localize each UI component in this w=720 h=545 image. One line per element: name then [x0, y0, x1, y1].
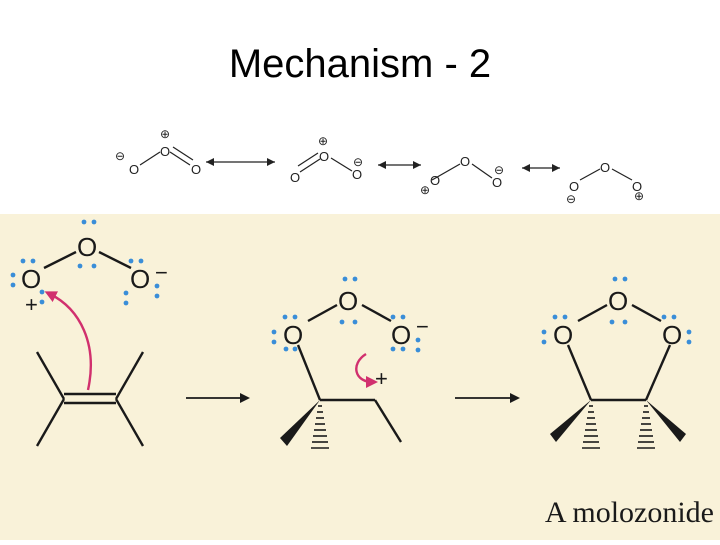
- atom-o-left: O: [553, 320, 573, 350]
- wedge-bond: [550, 400, 591, 442]
- hashed-bond: [311, 405, 329, 449]
- formal-charge-minus: ⊖: [115, 149, 125, 163]
- curved-electron-arrow: [44, 291, 92, 391]
- atom-o-right: O: [662, 320, 682, 350]
- formal-charge-minus: ⊖: [494, 163, 504, 177]
- formal-charge-plus: ⊕: [160, 127, 170, 141]
- ozone-molecule: O O O + −: [10, 219, 168, 317]
- atom-o-right: O: [130, 264, 150, 294]
- resonance-atom-o: O: [129, 162, 139, 177]
- atom-o-central: O: [77, 232, 97, 262]
- resonance-atom-o: O: [319, 149, 329, 164]
- formal-charge-minus: ⊖: [566, 192, 576, 206]
- atom-o-right: O: [391, 320, 411, 350]
- lone-pair-dots: [541, 276, 692, 345]
- resonance-atom-o: O: [290, 170, 300, 185]
- intermediate-structure: O O O − +: [271, 276, 429, 449]
- resonance-atom-o: O: [430, 173, 440, 188]
- atom-o-central: O: [608, 286, 628, 316]
- resonance-atom-o: O: [191, 162, 201, 177]
- alkene-molecule: [35, 351, 145, 447]
- charge-plus: +: [25, 292, 38, 317]
- charge-minus: −: [416, 314, 429, 339]
- resonance-atom-o: O: [352, 167, 362, 182]
- curved-electron-arrow: [355, 352, 378, 388]
- formal-charge-plus: ⊕: [318, 134, 328, 148]
- formal-charge-plus: ⊕: [420, 183, 430, 197]
- atom-o-central: O: [338, 286, 358, 316]
- molozonide-structure: O O O: [541, 276, 692, 449]
- charge-plus: +: [375, 366, 388, 391]
- cycloaddition-mechanism-panel: O O O + −: [0, 214, 720, 540]
- atom-o-left: O: [21, 264, 41, 294]
- lone-pair-dots: [10, 219, 160, 306]
- formal-charge-minus: ⊖: [353, 155, 363, 169]
- resonance-atom-o: O: [569, 179, 579, 194]
- formal-charge-plus: ⊕: [634, 189, 644, 203]
- product-label: A molozonide: [544, 496, 714, 529]
- resonance-atom-o: O: [160, 144, 170, 159]
- hashed-bond: [582, 405, 600, 449]
- lone-pair-dots: [271, 276, 421, 353]
- resonance-atom-o: O: [460, 154, 470, 169]
- wedge-bond: [280, 400, 320, 446]
- wedge-bond: [646, 400, 686, 442]
- resonance-atom-o: O: [600, 160, 610, 175]
- slide-title: Mechanism - 2: [228, 42, 492, 86]
- mechanism-scheme: O O O + −: [10, 219, 692, 449]
- resonance-atom-o: O: [492, 175, 502, 190]
- ozone-resonance-structures: O O O O O O O O O O O O ⊕ ⊖ ⊕ ⊖ ⊕ ⊖ ⊖ ⊕: [115, 127, 644, 206]
- hashed-bond: [637, 405, 655, 449]
- charge-minus: −: [155, 260, 168, 285]
- resonance-atom-o: O: [632, 179, 642, 194]
- reaction-arrow: [455, 393, 520, 403]
- reaction-arrow: [186, 393, 250, 403]
- atom-o-left: O: [283, 320, 303, 350]
